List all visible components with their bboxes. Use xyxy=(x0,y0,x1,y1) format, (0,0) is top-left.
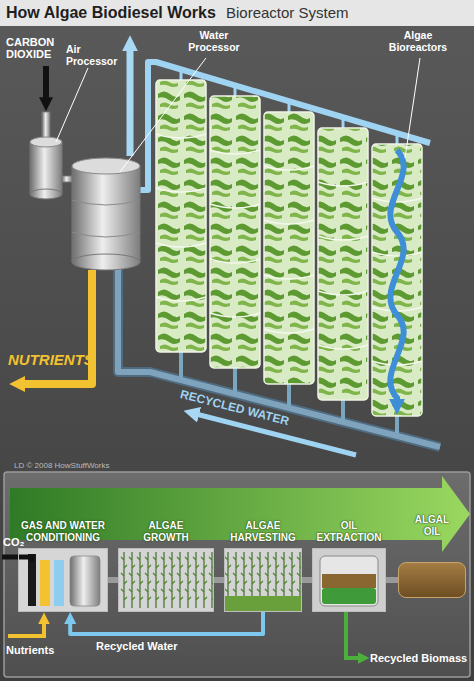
extraction-interior xyxy=(322,588,376,604)
process-box: ALGAE GROWTH xyxy=(118,548,214,612)
algae-bioreactor-bags xyxy=(264,166,314,333)
growth-interior xyxy=(118,548,214,612)
pipe-connector xyxy=(108,577,118,583)
algae-bioreactor-bags xyxy=(372,198,422,365)
stage-heading: OIL EXTRACTION xyxy=(311,520,387,543)
process-flow-arrow xyxy=(10,476,470,552)
leader-line xyxy=(120,58,206,172)
air-out-arrow xyxy=(127,48,134,156)
stage-heading: ALGAE GROWTH xyxy=(134,520,198,543)
recycled-water-pipe xyxy=(233,368,237,394)
top-water-pipe xyxy=(342,117,345,128)
harvesting-interior xyxy=(224,548,302,612)
top-water-pipe xyxy=(180,69,183,80)
nutrient-input-arrow xyxy=(8,622,44,636)
co2-input-arrow xyxy=(43,66,49,100)
product-container: ALGAL OIL xyxy=(398,562,466,598)
algae-bioreactor-bags xyxy=(156,80,206,352)
process-panel xyxy=(4,472,470,677)
co2-pipe xyxy=(2,557,32,562)
part-label: Algae Bioreactors xyxy=(378,30,458,54)
water-processor xyxy=(72,158,140,174)
input-label: NUTRIENTS xyxy=(8,352,138,369)
input-label: CO₂ xyxy=(3,536,27,548)
diagram-title: How Algae Biodiesel Works xyxy=(6,4,216,22)
recycled-water-pipe xyxy=(287,384,291,407)
process-box: OIL EXTRACTION xyxy=(312,548,386,612)
stage-heading: ALGAL OIL xyxy=(409,514,455,537)
harvesting-interior xyxy=(224,596,302,612)
pipe-connector xyxy=(386,577,398,583)
conditioning-interior xyxy=(70,556,100,606)
algae-bioreactor-bags xyxy=(264,112,314,384)
extraction-interior xyxy=(312,548,386,612)
recycled-water-pipe xyxy=(341,400,345,421)
leader-line xyxy=(56,58,420,172)
water-processor xyxy=(72,166,140,262)
extraction-interior xyxy=(312,548,386,612)
algae-bioreactor-bags xyxy=(156,134,206,301)
part-label: Air Processor xyxy=(66,44,124,68)
process-box: ALGAE HARVESTING xyxy=(224,548,302,612)
subtitle: Bioreactor System xyxy=(226,5,349,22)
extraction-interior xyxy=(322,574,376,588)
recycled-water-pipe xyxy=(179,352,183,380)
copyright-note: LD © 2008 HowStuffWorks xyxy=(14,462,174,471)
pipe-connector xyxy=(214,577,224,583)
recycle-connector xyxy=(70,612,263,634)
air-processor xyxy=(30,142,62,194)
algae-bioreactor-bags xyxy=(318,128,368,400)
recycled-water-pipe xyxy=(395,416,399,435)
conditioning-interior xyxy=(40,560,50,606)
output-label: Recycled Biomass xyxy=(370,652,474,664)
biomass-output-arrow xyxy=(346,612,360,658)
top-water-pipe xyxy=(234,85,237,96)
water-processor xyxy=(72,200,140,237)
leader-line xyxy=(405,58,420,158)
top-water-pipe xyxy=(288,101,291,112)
harvesting-interior xyxy=(224,548,302,612)
flow-arrow xyxy=(390,150,403,402)
conditioning-interior xyxy=(54,560,64,606)
water-processor xyxy=(72,158,140,270)
input-label: Nutrients xyxy=(6,644,76,656)
algae-bioreactor-bags xyxy=(156,80,422,416)
algae-bioreactor-bags xyxy=(210,150,260,317)
algae-bioreactor-bags xyxy=(210,96,260,368)
air-processor xyxy=(30,189,62,199)
stage-heading: GAS AND WATER CONDITIONING xyxy=(15,520,111,543)
header-band xyxy=(0,0,474,26)
leader-line xyxy=(56,68,88,142)
algae-bioreactor-bags xyxy=(372,144,422,416)
air-processor xyxy=(62,176,72,182)
air-processor xyxy=(30,112,72,199)
algae-bioreactor-bags xyxy=(318,182,368,349)
top-water-pipe xyxy=(396,133,399,144)
water-processor xyxy=(72,254,140,270)
edge-label: Recycled Water xyxy=(96,640,206,652)
pipe-connector xyxy=(302,577,312,583)
process-box: GAS AND WATER CONDITIONING xyxy=(18,548,108,612)
stage-heading: ALGAE HARVESTING xyxy=(223,520,303,543)
part-label: Water Processor xyxy=(176,30,252,54)
extraction-interior xyxy=(320,556,378,606)
